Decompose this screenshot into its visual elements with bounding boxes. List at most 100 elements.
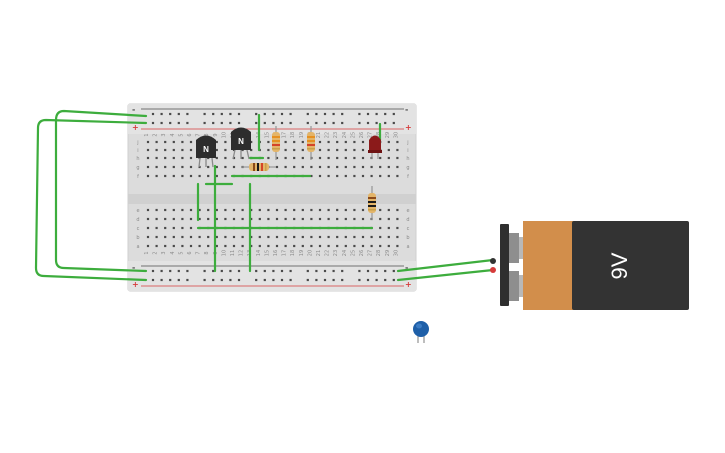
rail-hole[interactable] — [358, 278, 361, 282]
rail-hole[interactable] — [323, 121, 327, 125]
rail-hole[interactable] — [358, 121, 361, 125]
breadboard-hole[interactable] — [344, 174, 347, 178]
rail-hole[interactable] — [186, 121, 189, 125]
breadboard-hole[interactable] — [361, 244, 365, 248]
breadboard-hole[interactable] — [181, 156, 184, 160]
rail-hole[interactable] — [289, 278, 292, 282]
breadboard-hole[interactable] — [164, 148, 167, 152]
rail-hole[interactable] — [160, 112, 163, 116]
rail-hole[interactable] — [323, 269, 327, 273]
rail-hole[interactable] — [237, 278, 241, 282]
breadboard-hole[interactable] — [250, 235, 253, 239]
breadboard-hole[interactable] — [198, 174, 201, 178]
breadboard-hole[interactable] — [146, 244, 150, 248]
rail-hole[interactable] — [375, 121, 378, 125]
rail-hole[interactable] — [177, 121, 180, 125]
rail-hole[interactable] — [255, 269, 258, 273]
rail-hole[interactable] — [332, 121, 335, 125]
breadboard-hole[interactable] — [353, 140, 356, 144]
rail-hole[interactable] — [237, 121, 241, 125]
breadboard-hole[interactable] — [310, 208, 313, 212]
rail-hole[interactable] — [384, 121, 387, 125]
breadboard-hole[interactable] — [327, 156, 330, 160]
breadboard-hole[interactable] — [181, 165, 184, 169]
breadboard-hole[interactable] — [146, 156, 150, 160]
breadboard-hole[interactable] — [267, 217, 270, 221]
rail-hole[interactable] — [186, 112, 189, 116]
breadboard-hole[interactable] — [164, 226, 167, 230]
breadboard-hole[interactable] — [293, 244, 296, 248]
breadboard-hole[interactable] — [181, 148, 184, 152]
breadboard-hole[interactable] — [155, 174, 158, 178]
breadboard-hole[interactable] — [224, 208, 227, 212]
breadboard-hole[interactable] — [344, 156, 347, 160]
breadboard-hole[interactable] — [215, 148, 218, 152]
breadboard-hole[interactable] — [275, 235, 279, 239]
breadboard-hole[interactable] — [387, 208, 390, 212]
rail-hole[interactable] — [272, 121, 275, 125]
breadboard-hole[interactable] — [198, 235, 201, 239]
rail-hole[interactable] — [255, 112, 258, 116]
rail-hole[interactable] — [237, 269, 241, 273]
rail-hole[interactable] — [366, 269, 370, 273]
breadboard-hole[interactable] — [224, 140, 227, 144]
rail-hole[interactable] — [203, 121, 206, 125]
breadboard-hole[interactable] — [189, 174, 193, 178]
breadboard-hole[interactable] — [207, 235, 210, 239]
breadboard-hole[interactable] — [344, 235, 347, 239]
breadboard-hole[interactable] — [172, 235, 175, 239]
breadboard-hole[interactable] — [396, 148, 399, 152]
breadboard-hole[interactable] — [155, 217, 158, 221]
breadboard-hole[interactable] — [396, 165, 399, 169]
breadboard-hole[interactable] — [344, 165, 347, 169]
rail-hole[interactable] — [160, 121, 163, 125]
capacitor[interactable] — [413, 321, 429, 343]
breadboard-hole[interactable] — [327, 208, 330, 212]
breadboard-hole[interactable] — [155, 140, 158, 144]
breadboard-hole[interactable] — [258, 235, 261, 239]
breadboard-hole[interactable] — [396, 208, 399, 212]
rail-hole[interactable] — [212, 112, 215, 116]
breadboard-hole[interactable] — [241, 235, 244, 239]
resistor-vertical-3[interactable] — [368, 186, 376, 220]
breadboard-hole[interactable] — [207, 217, 210, 221]
rail-hole[interactable] — [220, 121, 223, 125]
rail-hole[interactable] — [306, 278, 309, 282]
rail-hole[interactable] — [212, 278, 215, 282]
rail-hole[interactable] — [169, 112, 172, 116]
breadboard-hole[interactable] — [353, 148, 356, 152]
breadboard-hole[interactable] — [370, 235, 373, 239]
breadboard-hole[interactable] — [215, 235, 218, 239]
rail-hole[interactable] — [237, 112, 241, 116]
breadboard-hole[interactable] — [172, 165, 175, 169]
rail-hole[interactable] — [392, 269, 395, 273]
rail-hole[interactable] — [332, 112, 335, 116]
rail-hole[interactable] — [306, 112, 309, 116]
rail-hole[interactable] — [341, 121, 344, 125]
breadboard-hole[interactable] — [215, 140, 218, 144]
breadboard-hole[interactable] — [327, 165, 330, 169]
breadboard-hole[interactable] — [172, 140, 175, 144]
breadboard-hole[interactable] — [318, 208, 322, 212]
breadboard-hole[interactable] — [379, 235, 382, 239]
breadboard-hole[interactable] — [164, 174, 167, 178]
breadboard-hole[interactable] — [155, 165, 158, 169]
rail-hole[interactable] — [203, 112, 206, 116]
breadboard-hole[interactable] — [189, 140, 193, 144]
top-power-rail[interactable] — [128, 104, 416, 134]
breadboard-hole[interactable] — [293, 235, 296, 239]
rail-hole[interactable] — [263, 269, 266, 273]
breadboard-hole[interactable] — [284, 148, 287, 152]
rail-hole[interactable] — [332, 278, 335, 282]
rail-hole[interactable] — [255, 121, 258, 125]
breadboard-hole[interactable] — [353, 235, 356, 239]
resistor-vertical-1[interactable] — [272, 126, 280, 160]
battery-terminal-positive[interactable] — [509, 271, 519, 301]
breadboard-hole[interactable] — [396, 174, 399, 178]
breadboard-hole[interactable] — [293, 140, 296, 144]
rail-hole[interactable] — [220, 269, 223, 273]
rail-hole[interactable] — [315, 278, 318, 282]
battery-snap[interactable] — [500, 224, 509, 306]
breadboard-hole[interactable] — [301, 156, 304, 160]
rail-hole[interactable] — [358, 112, 361, 116]
